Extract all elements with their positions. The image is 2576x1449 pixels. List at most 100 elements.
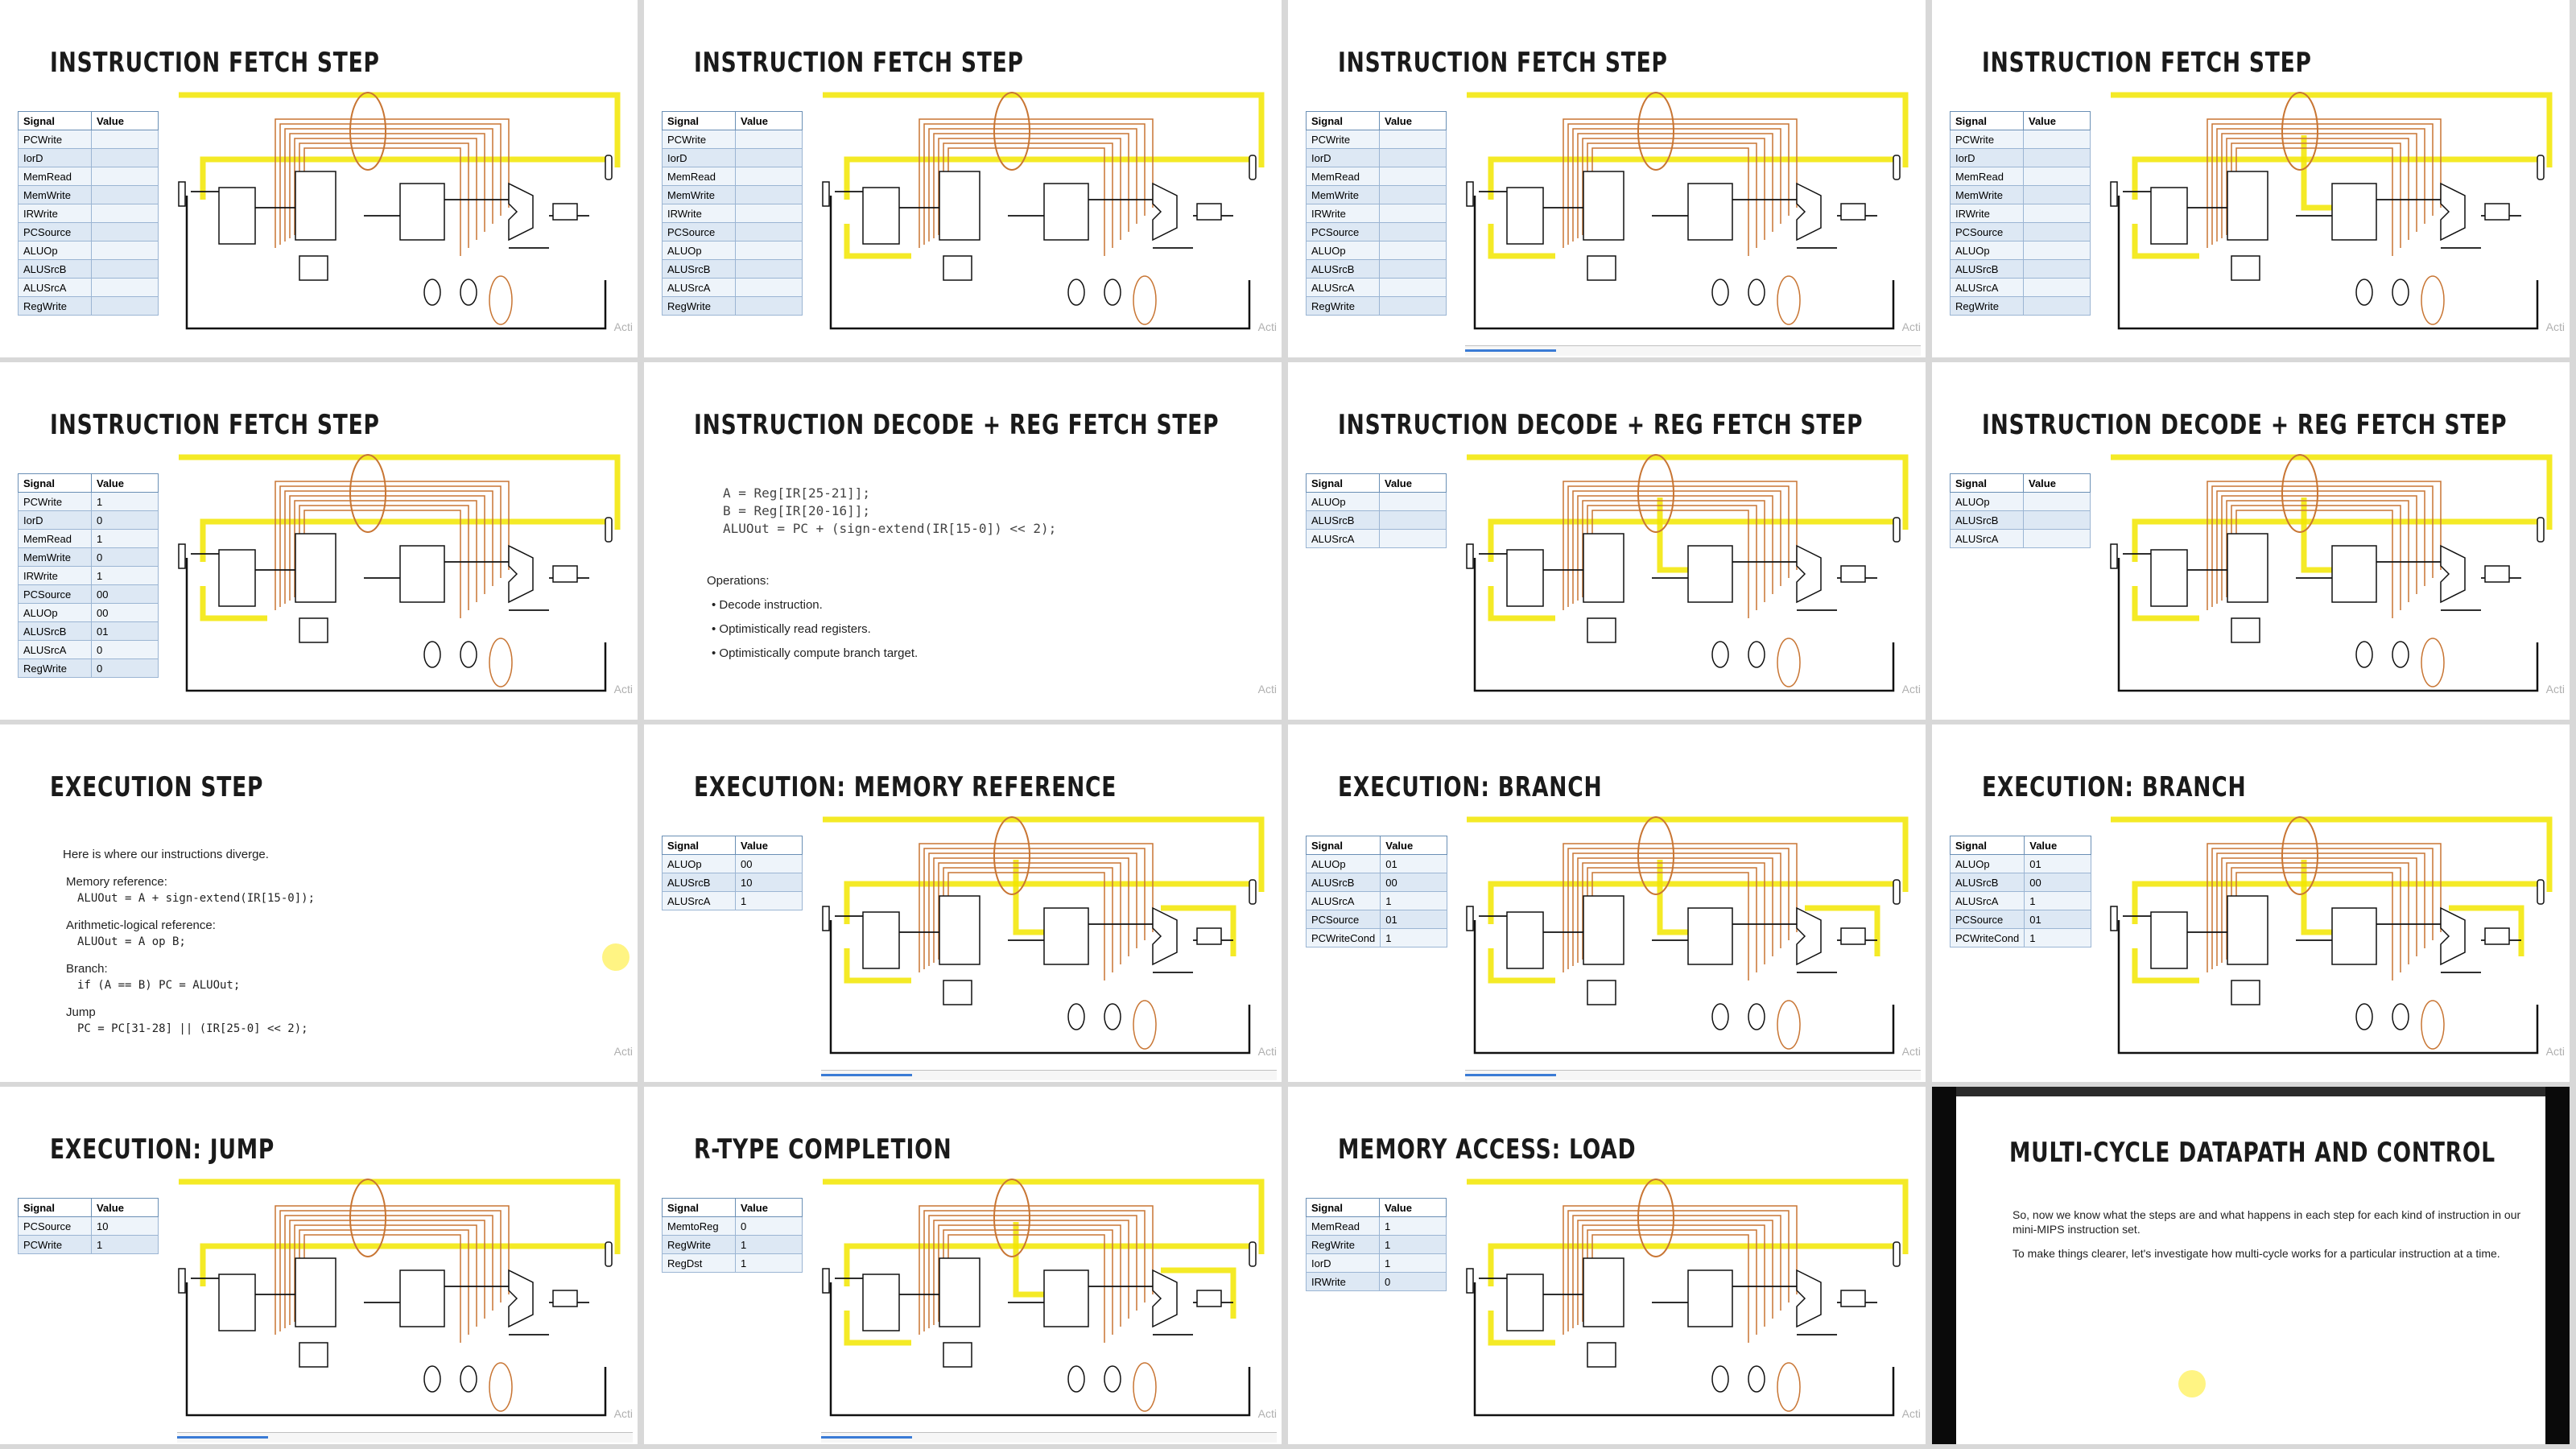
signal-value [735,259,803,279]
signal-name: MemRead [1306,1216,1380,1236]
table-row: IorD [1306,148,1447,167]
table-row: ALUSrcB [1950,259,2091,279]
signal-name: PCSource [1950,222,2024,242]
signal-name: IRWrite [18,566,92,585]
playback-bar[interactable] [177,1432,633,1443]
datapath-diagram [2110,92,2553,330]
signal-name: MemWrite [18,547,92,567]
signal-value [1379,510,1447,530]
column-header: Signal [18,473,92,493]
slide-thumbnail[interactable]: INSTRUCTION DECODE + REG FETCH STEP Signa… [1288,362,1926,720]
signal-value [735,148,803,167]
playback-progress [1465,349,1557,352]
activation-watermark: Acti [1257,1045,1277,1058]
signal-value [2023,259,2091,279]
signal-value [2023,492,2091,511]
signal-value: 1 [735,1235,803,1254]
signal-name: IorD [1306,1253,1380,1273]
signal-name: ALUOp [1306,492,1380,511]
table-row: PCWrite [662,130,803,149]
signal-value [91,185,159,204]
table-row: IRWrite [1950,204,2091,223]
signal-value [2023,185,2091,204]
signal-value: 1 [91,529,159,548]
activation-watermark: Acti [1257,1407,1277,1420]
signal-name: PCWriteCond [1949,928,2025,947]
table-row: MemRead [662,167,803,186]
column-header: Value [91,473,159,493]
table-row: PCWrite [1306,130,1447,149]
slide-title: INSTRUCTION DECODE + REG FETCH STEP [1338,409,1864,441]
table-row: ALUOp [662,241,803,260]
slide-title: INSTRUCTION FETCH STEP [694,47,1024,79]
list-item: Arithmetic-logical reference: [66,919,216,932]
table-row: ALUSrcA [1306,278,1447,297]
activation-watermark: Acti [1257,320,1277,333]
datapath-diagram [2110,454,2553,692]
table-row: IorD [662,148,803,167]
signal-value: 1 [91,492,159,511]
signal-value [2023,167,2091,186]
slide-title: INSTRUCTION FETCH STEP [1338,47,1668,79]
playback-bar[interactable] [1465,1070,1921,1080]
signal-name: ALUSrcB [1950,510,2024,530]
signal-name: PCWrite [18,130,92,149]
signal-value [1379,148,1447,167]
datapath-diagram [1466,816,1909,1055]
signal-name: RegWrite [1306,296,1380,316]
signal-name: MemRead [18,167,92,186]
signal-name: PCWrite [18,492,92,511]
playback-bar[interactable] [821,1070,1277,1080]
signal-name: RegWrite [1950,296,2024,316]
playback-bar[interactable] [821,1432,1277,1443]
table-row: ALUSrcB [1950,510,2091,530]
signal-name: RegWrite [662,1235,736,1254]
signal-value: 00 [91,603,159,622]
operations-list: Operations:• Decode instruction.• Optimi… [707,573,918,662]
signal-name: IorD [1306,148,1380,167]
signal-name: ALUSrcB [662,259,736,279]
signal-name: ALUSrcA [662,278,736,297]
column-header: Value [1379,473,1447,493]
table-row: RegWrite [1306,296,1447,316]
signal-name: ALUOp [18,241,92,260]
signal-name: IRWrite [1950,204,2024,223]
column-header: Signal [1950,111,2024,130]
signal-name: RegWrite [18,658,92,678]
slide-title: INSTRUCTION FETCH STEP [1982,47,2312,79]
signal-value: 0 [735,1216,803,1236]
playback-bar[interactable] [1465,345,1921,356]
signal-value [91,296,159,316]
signal-name: ALUSrcA [1305,891,1381,910]
signal-value [1379,185,1447,204]
signal-name: ALUOp [1306,241,1380,260]
